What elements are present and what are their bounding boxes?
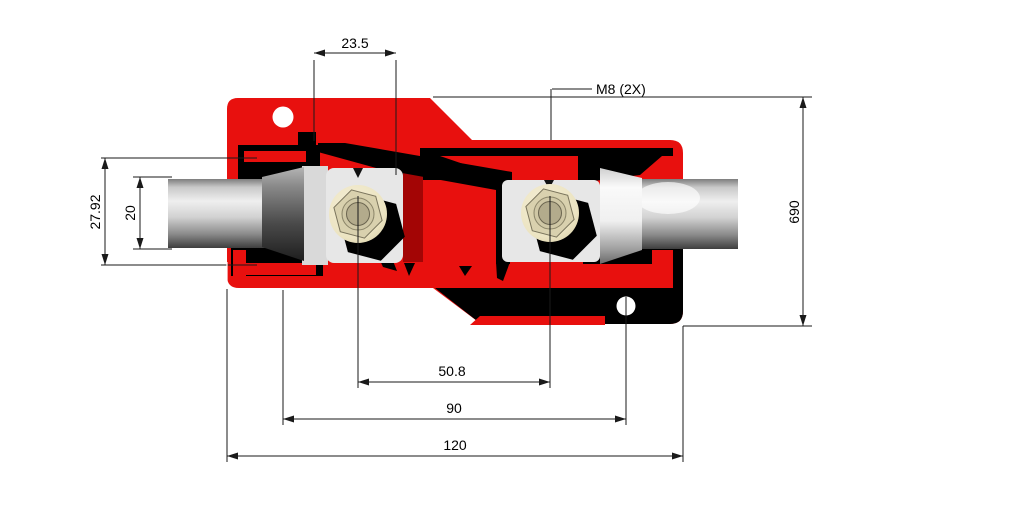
cut-central-wedge [402,156,510,264]
cut-bottom-right [435,288,683,324]
arrow-up [136,177,144,188]
dim-hole-spacing: 90 [282,290,627,425]
gland-red-bar-top [244,151,306,162]
conductors [168,166,738,265]
gland-notch-top [298,132,316,148]
dim-cable-value: 20 [122,205,138,221]
arrow-right [539,378,550,386]
gland-red-tab-bottom [233,250,246,276]
dim-gland-value: 27.92 [87,194,103,229]
dim-top-offset-value: 23.5 [341,35,368,51]
red-under-right [583,264,673,288]
arrow-right [615,415,626,423]
arrow-right [385,49,396,57]
tick-3 [459,266,472,276]
tick-2 [404,263,415,276]
arrow-up [799,97,807,108]
dim-overall-length: 120 [226,262,684,462]
cut-central-point [496,262,510,281]
arrow-up [101,158,109,169]
dim-height-value: 690 [786,200,802,224]
left-block-notch [353,168,363,178]
arrow-left [283,415,294,423]
left-cone [262,167,304,261]
red-sliver-bottom [470,316,605,325]
left-cable [168,179,268,248]
cut-top-stripe [420,148,673,156]
red-tab-right [652,250,673,264]
dim-stud-spacing: 50.8 [357,196,551,388]
dim-cable-diameter: 20 [122,176,172,250]
gland-red-bar-bottom [246,263,316,275]
dimensions: 23.5 M8 (2X) 27.92 20 [87,35,812,462]
shadow-red-strip [403,156,423,262]
dim-height: 690 [433,96,812,327]
arrow-down [136,238,144,249]
right-cone [600,168,642,264]
dim-overall-value: 120 [443,437,467,453]
right-cable-highlight [636,182,700,214]
dim-hole-value: 90 [446,400,462,416]
dim-top-offset: 23.5 [313,35,397,175]
cut-right-shadow [578,156,662,183]
arrow-left [227,452,238,460]
arrow-left [314,49,325,57]
thread-callout-value: M8 (2X) [596,81,646,97]
arrow-left [358,378,369,386]
arrow-down [799,315,807,326]
dim-gland-diameter: 27.92 [87,157,257,266]
dim-stud-value: 50.8 [438,363,465,379]
arrow-right [672,452,683,460]
left-crimp [302,166,328,265]
mounting-hole-top-left [272,106,294,128]
section-cuts [231,132,683,325]
thread-callout: M8 (2X) [550,81,646,140]
arrow-down [101,254,109,265]
